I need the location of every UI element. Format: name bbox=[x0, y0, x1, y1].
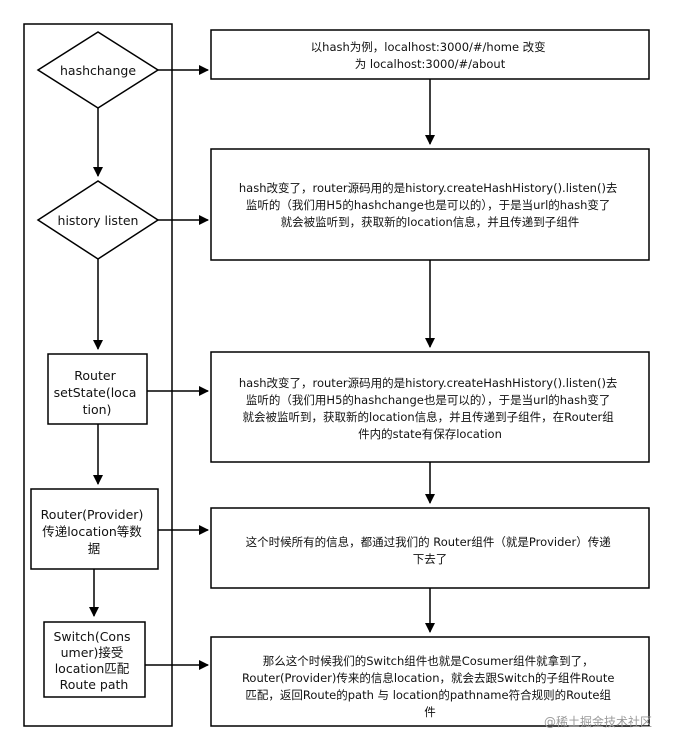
hashchange-label: hashchange bbox=[60, 63, 136, 78]
router-setstate-label: Router setState(loca tion) bbox=[54, 368, 141, 417]
step4-text: 这个时候所有的信息，都通过我们的 Router组件（就是Provider）传递 … bbox=[246, 535, 615, 566]
step1-box bbox=[210, 29, 650, 80]
history-listen-label: history listen bbox=[58, 213, 139, 228]
switch-consumer-label: Switch(Cons umer)接受 location匹配 Route pat… bbox=[54, 629, 135, 692]
step1-text: 以hash为例，localhost:3000/#/home 改变 为 local… bbox=[311, 40, 550, 71]
step3-box bbox=[210, 351, 650, 463]
step5-text: 那么这个时候我们的Switch组件也就是Cosumer组件就拿到了， Route… bbox=[242, 654, 618, 719]
router-provider-box bbox=[30, 488, 159, 570]
left-column-container bbox=[23, 23, 173, 727]
switch-consumer-box bbox=[43, 621, 146, 698]
step2-box bbox=[210, 148, 650, 261]
watermark: @稀土掘金技术社区 bbox=[544, 714, 652, 729]
step2-text: hash改变了，router源码用的是history.createHashHis… bbox=[239, 181, 621, 229]
step5-box bbox=[210, 636, 650, 727]
step3-text: hash改变了，router源码用的是history.createHashHis… bbox=[239, 376, 621, 441]
router-setstate-box bbox=[47, 353, 148, 425]
router-provider-label: Router(Provider) 传递location等数 据 bbox=[41, 507, 148, 556]
